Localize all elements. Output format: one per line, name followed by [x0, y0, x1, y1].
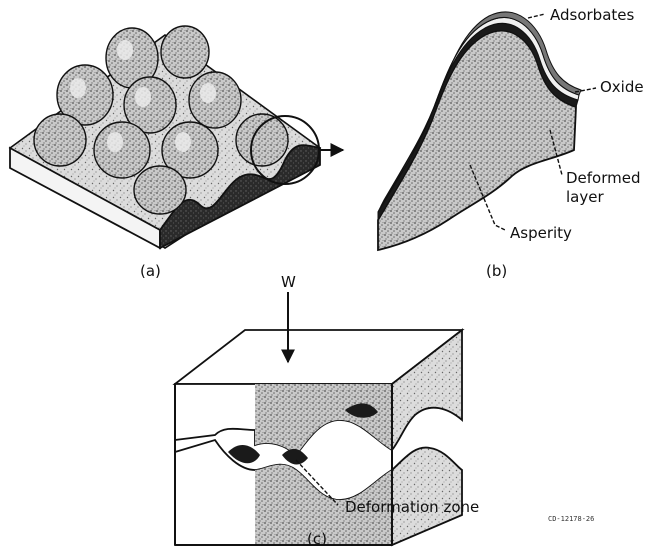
figure-code: CD-12178-26	[548, 515, 594, 523]
label-deformed-line2: layer	[566, 188, 604, 206]
label-deformed-line1: Deformed	[566, 169, 641, 187]
leader-adsorbates	[528, 14, 545, 18]
label-adsorbates: Adsorbates	[550, 6, 635, 24]
label-oxide: Oxide	[600, 78, 644, 96]
panel-a-surface-block	[10, 26, 343, 248]
panel-a-caption: (a)	[140, 262, 161, 280]
panel-c-caption: (c)	[307, 530, 327, 548]
panel-b-caption: (b)	[486, 262, 507, 280]
label-deformation-zone: Deformation zone	[345, 498, 479, 516]
label-asperity: Asperity	[510, 224, 572, 242]
load-label-w: W	[281, 273, 296, 291]
